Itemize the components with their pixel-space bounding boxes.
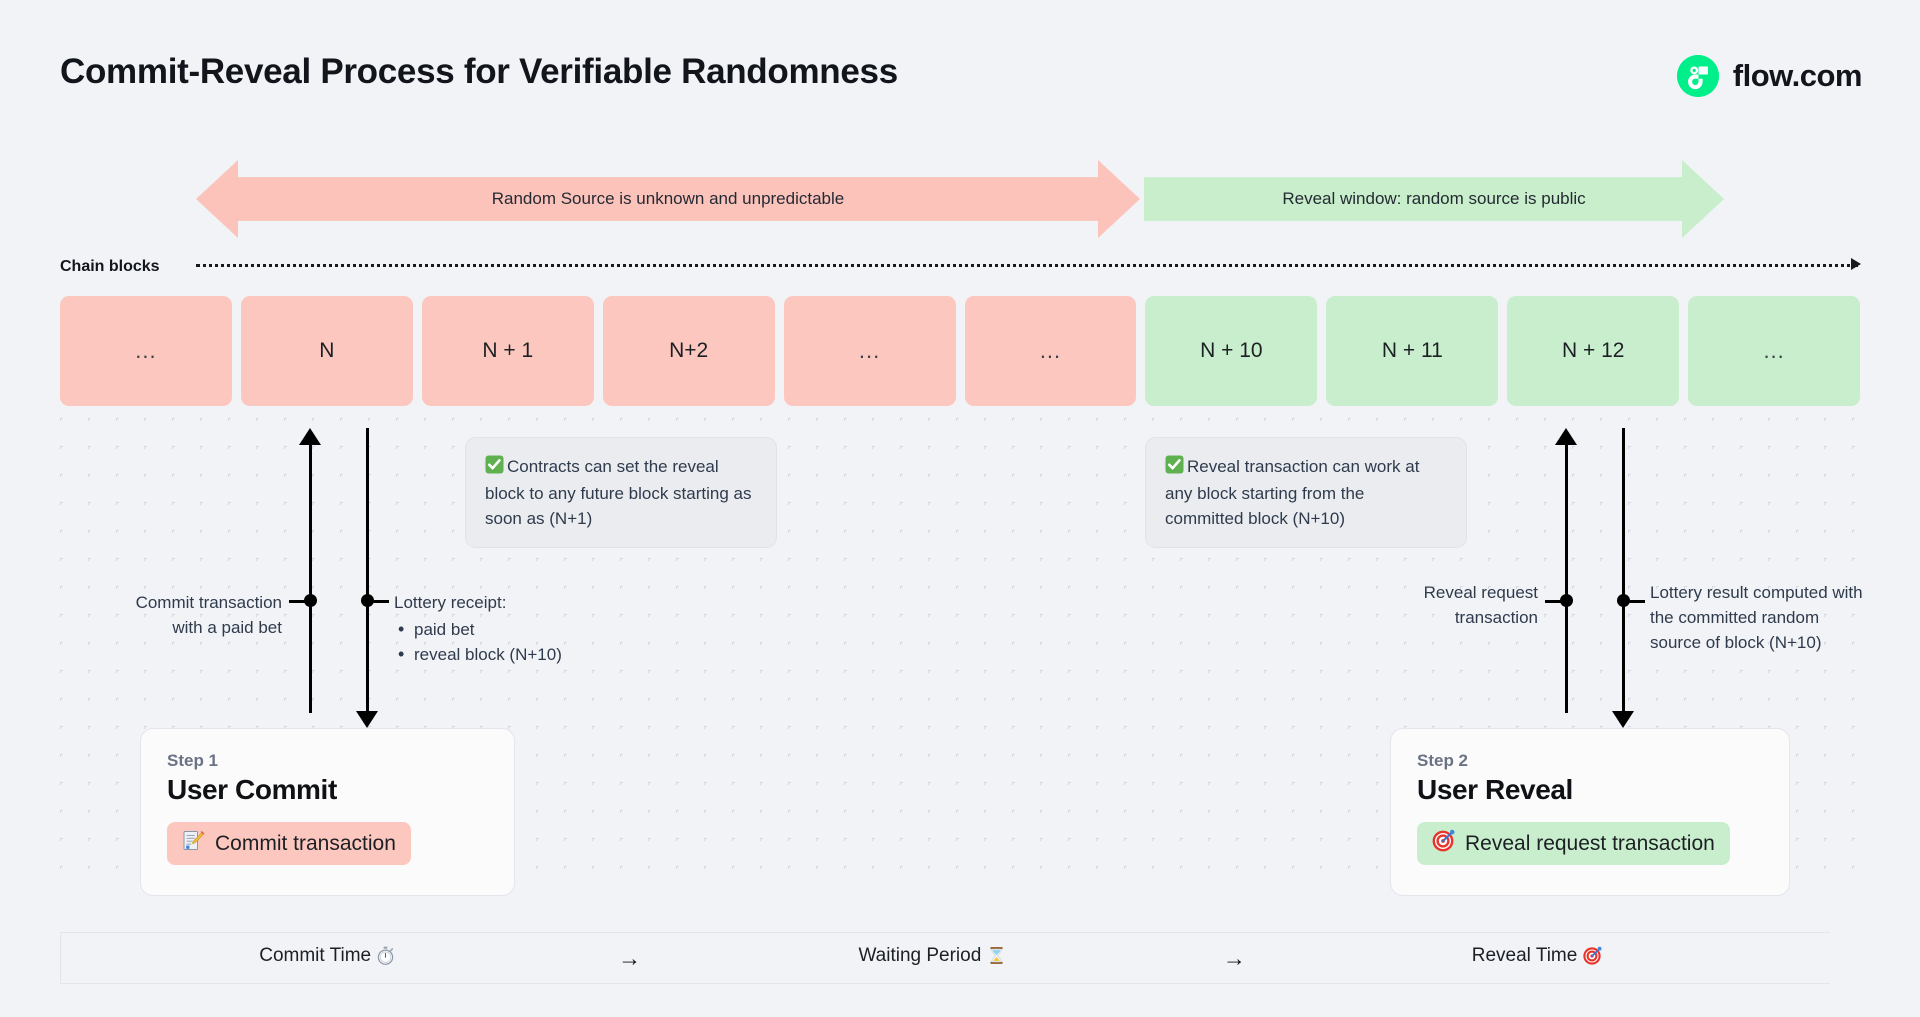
white-check-mark-icon xyxy=(485,455,504,481)
lottery-receipt-title: Lottery receipt: xyxy=(394,593,507,612)
page-title: Commit-Reveal Process for Verifiable Ran… xyxy=(60,52,898,91)
commit-transaction-line1: Commit transaction xyxy=(135,593,282,612)
commit-transaction-chip-label: Commit transaction xyxy=(215,831,396,855)
callout-reveal-any-block: Reveal transaction can work at any block… xyxy=(1145,437,1467,549)
chain-block[interactable]: N+2 xyxy=(602,296,775,406)
result-node-dot xyxy=(1617,594,1630,607)
result-label-connector xyxy=(1623,600,1645,603)
phase-commit-label: Commit Time xyxy=(259,945,372,966)
chain-block[interactable]: ... xyxy=(964,296,1137,406)
phase-banner-row: Random Source is unknown and unpredictab… xyxy=(0,160,1920,238)
receipt-node-dot xyxy=(361,594,374,607)
reveal-request-chip-label: Reveal request transaction xyxy=(1465,831,1715,855)
step-card-user-reveal[interactable]: Step 2 User Reveal Reveal request transa… xyxy=(1390,728,1790,896)
chain-block[interactable]: N + 1 xyxy=(421,296,594,406)
reveal-request-line2: transaction xyxy=(1454,608,1538,628)
stopwatch-icon xyxy=(376,946,395,971)
phase-separator-icon: → xyxy=(1222,944,1246,971)
direct-hit-icon xyxy=(1432,829,1455,858)
commit-transaction-line2: with a paid bet xyxy=(172,618,282,638)
receipt-vertical-line xyxy=(366,428,369,713)
reveal-label-connector xyxy=(1545,600,1567,603)
phase-commit-time: Commit Time xyxy=(60,945,595,971)
hourglass-icon xyxy=(987,946,1006,971)
step-label: Step 2 xyxy=(1417,751,1469,770)
list-item: paid bet xyxy=(394,616,674,643)
chain-blocks-row: ... N N + 1 N+2 ... ... N + 10 N + 11 N … xyxy=(60,296,1861,406)
chain-block[interactable]: ... xyxy=(783,296,956,406)
reveal-request-chip[interactable]: Reveal request transaction xyxy=(1417,822,1730,865)
banner-commit-phase: Random Source is unknown and unpredictab… xyxy=(196,160,1140,238)
callout-contracts-reveal-block: Contracts can set the reveal block to an… xyxy=(465,437,777,549)
commit-transaction-label: Commit transaction with a paid bet xyxy=(60,590,282,640)
commit-transaction-chip[interactable]: Commit transaction xyxy=(167,822,411,865)
lottery-receipt-list: paid bet reveal block (N+10) xyxy=(394,616,674,668)
chain-axis-arrow-icon xyxy=(1851,258,1861,270)
step-label: Step 1 xyxy=(167,751,219,770)
phase-waiting-period: Waiting Period xyxy=(665,945,1200,971)
receipt-label-connector xyxy=(367,600,389,603)
lottery-result-label: Lottery result computed with the committ… xyxy=(1650,580,1870,655)
chain-block[interactable]: N + 10 xyxy=(1145,296,1318,406)
banner-commit-label: Random Source is unknown and unpredictab… xyxy=(491,189,845,208)
phase-timeline-bar: Commit Time → Waiting Period xyxy=(60,932,1860,984)
chain-block[interactable]: N + 12 xyxy=(1507,296,1680,406)
memo-icon xyxy=(182,829,205,858)
brand-logo: flow.com xyxy=(1676,55,1863,97)
phase-reveal-time: Reveal Time xyxy=(1269,945,1860,971)
step-heading: User Reveal xyxy=(1417,774,1573,805)
chain-block[interactable]: ... xyxy=(1688,296,1861,406)
step-heading: User Commit xyxy=(167,774,337,805)
commit-vertical-line xyxy=(309,443,312,713)
white-check-mark-icon xyxy=(1165,455,1184,481)
lottery-result-text: Lottery result computed with the committ… xyxy=(1650,583,1863,653)
phase-separator-icon: → xyxy=(618,944,642,971)
chain-axis-line xyxy=(196,264,1858,268)
phase-bar-arrow-shape xyxy=(60,932,1860,984)
reveal-request-line1: Reveal request xyxy=(1423,583,1538,602)
banner-reveal-phase: Reveal window: random source is public xyxy=(1144,160,1724,238)
callout-left-text: Contracts can set the reveal block to an… xyxy=(485,457,752,529)
direct-hit-icon xyxy=(1582,946,1602,971)
chain-block[interactable]: N xyxy=(240,296,413,406)
banner-reveal-label: Reveal window: random source is public xyxy=(1282,189,1586,208)
commit-label-connector xyxy=(289,600,311,603)
reveal-vertical-line xyxy=(1565,443,1568,713)
chain-block[interactable]: ... xyxy=(60,296,232,406)
lottery-receipt-label: Lottery receipt: paid bet reveal block (… xyxy=(394,590,674,668)
chain-block[interactable]: N + 11 xyxy=(1326,296,1499,406)
reveal-node-dot xyxy=(1560,594,1573,607)
list-item: reveal block (N+10) xyxy=(394,641,674,668)
chain-blocks-label: Chain blocks xyxy=(60,258,160,275)
callout-right-text: Reveal transaction can work at any block… xyxy=(1165,457,1420,529)
commit-arrow-up-icon xyxy=(299,428,321,445)
phase-reveal-label: Reveal Time xyxy=(1471,945,1578,966)
result-arrow-down-icon xyxy=(1612,711,1634,728)
result-vertical-line xyxy=(1622,428,1625,713)
commit-node-dot xyxy=(304,594,317,607)
reveal-request-label: Reveal request transaction xyxy=(1320,580,1538,630)
brand-name: flow.com xyxy=(1732,58,1863,93)
flow-logo-icon xyxy=(1676,55,1719,97)
phase-waiting-label: Waiting Period xyxy=(858,945,982,966)
reveal-arrow-up-icon xyxy=(1555,428,1577,445)
step-card-user-commit[interactable]: Step 1 User Commit Commit transaction xyxy=(140,728,515,896)
receipt-arrow-down-icon xyxy=(356,711,378,728)
